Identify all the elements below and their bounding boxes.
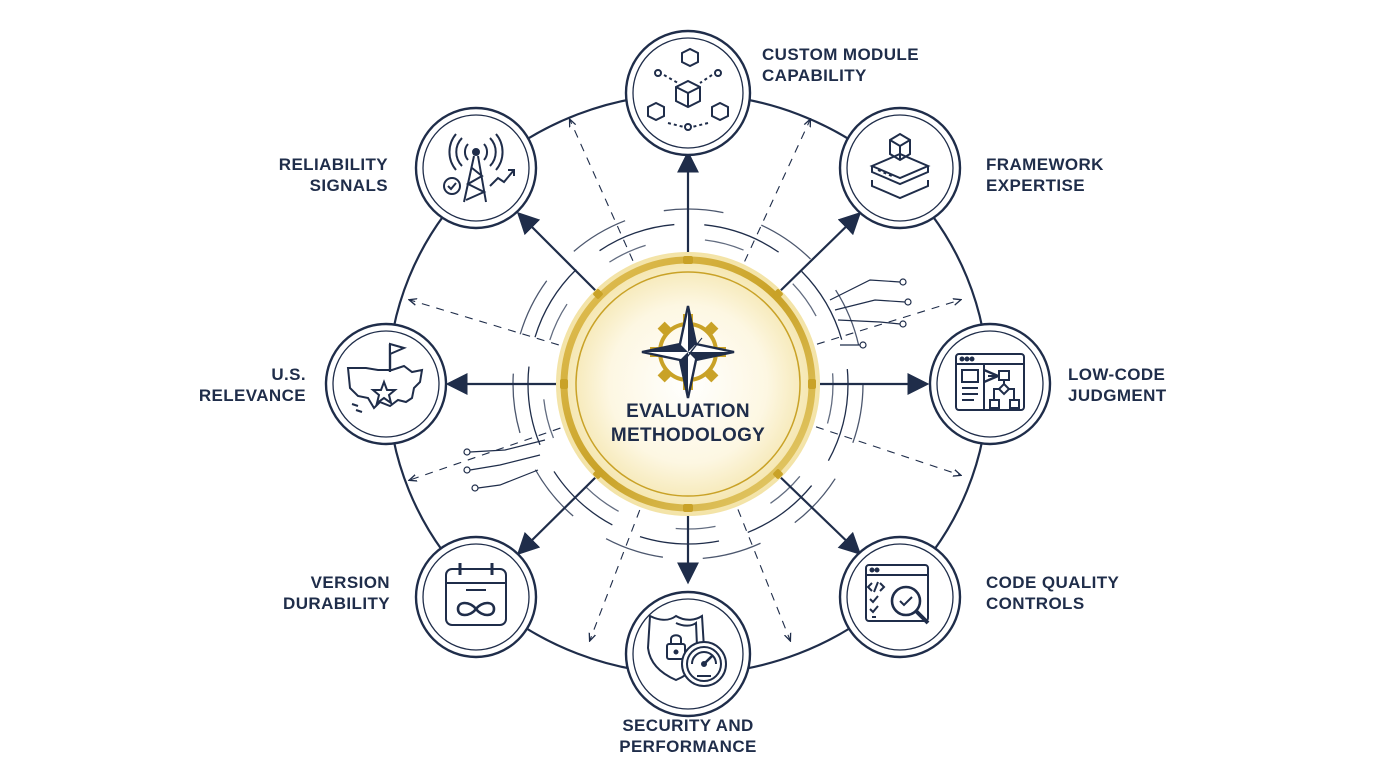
- main-spokes: [445, 150, 930, 585]
- circuit-traces: [463, 278, 912, 492]
- connected-cubes-icon: [647, 47, 729, 131]
- node-inner-rings: [332, 37, 1044, 710]
- gold-ring-notches: [560, 256, 816, 512]
- us-map-flag-icon: [346, 342, 424, 413]
- label-custom-module: CUSTOM MODULE CAPABILITY: [762, 45, 919, 85]
- label-security: SECURITY AND PERFORMANCE: [619, 716, 757, 756]
- signal-tower-icon: [443, 133, 515, 203]
- infinity-calendar-icon: [445, 563, 507, 626]
- node-circles: [324, 29, 1052, 718]
- flowchart-window-icon: [955, 353, 1025, 411]
- shield-speedometer-icon: [646, 614, 727, 687]
- code-magnifier-icon: [865, 564, 930, 625]
- label-reliability: RELIABILITY SIGNALS: [278, 155, 388, 195]
- stacked-layers-icon: [869, 132, 931, 200]
- center-title: EVALUATION METHODOLOGY: [588, 400, 788, 448]
- label-us-relevance: U.S. RELEVANCE: [198, 365, 306, 405]
- label-code-quality: CODE QUALITY CONTROLS: [986, 573, 1120, 613]
- center-title-line2: METHODOLOGY: [610, 425, 766, 446]
- label-version: VERSION DURABILITY: [283, 573, 390, 613]
- center-title-line1: EVALUATION: [626, 401, 750, 422]
- label-framework: FRAMEWORK EXPERTISE: [986, 155, 1104, 195]
- label-low-code: LOW-CODE JUDGMENT: [1068, 365, 1167, 405]
- compass-gear-icon: [641, 305, 735, 399]
